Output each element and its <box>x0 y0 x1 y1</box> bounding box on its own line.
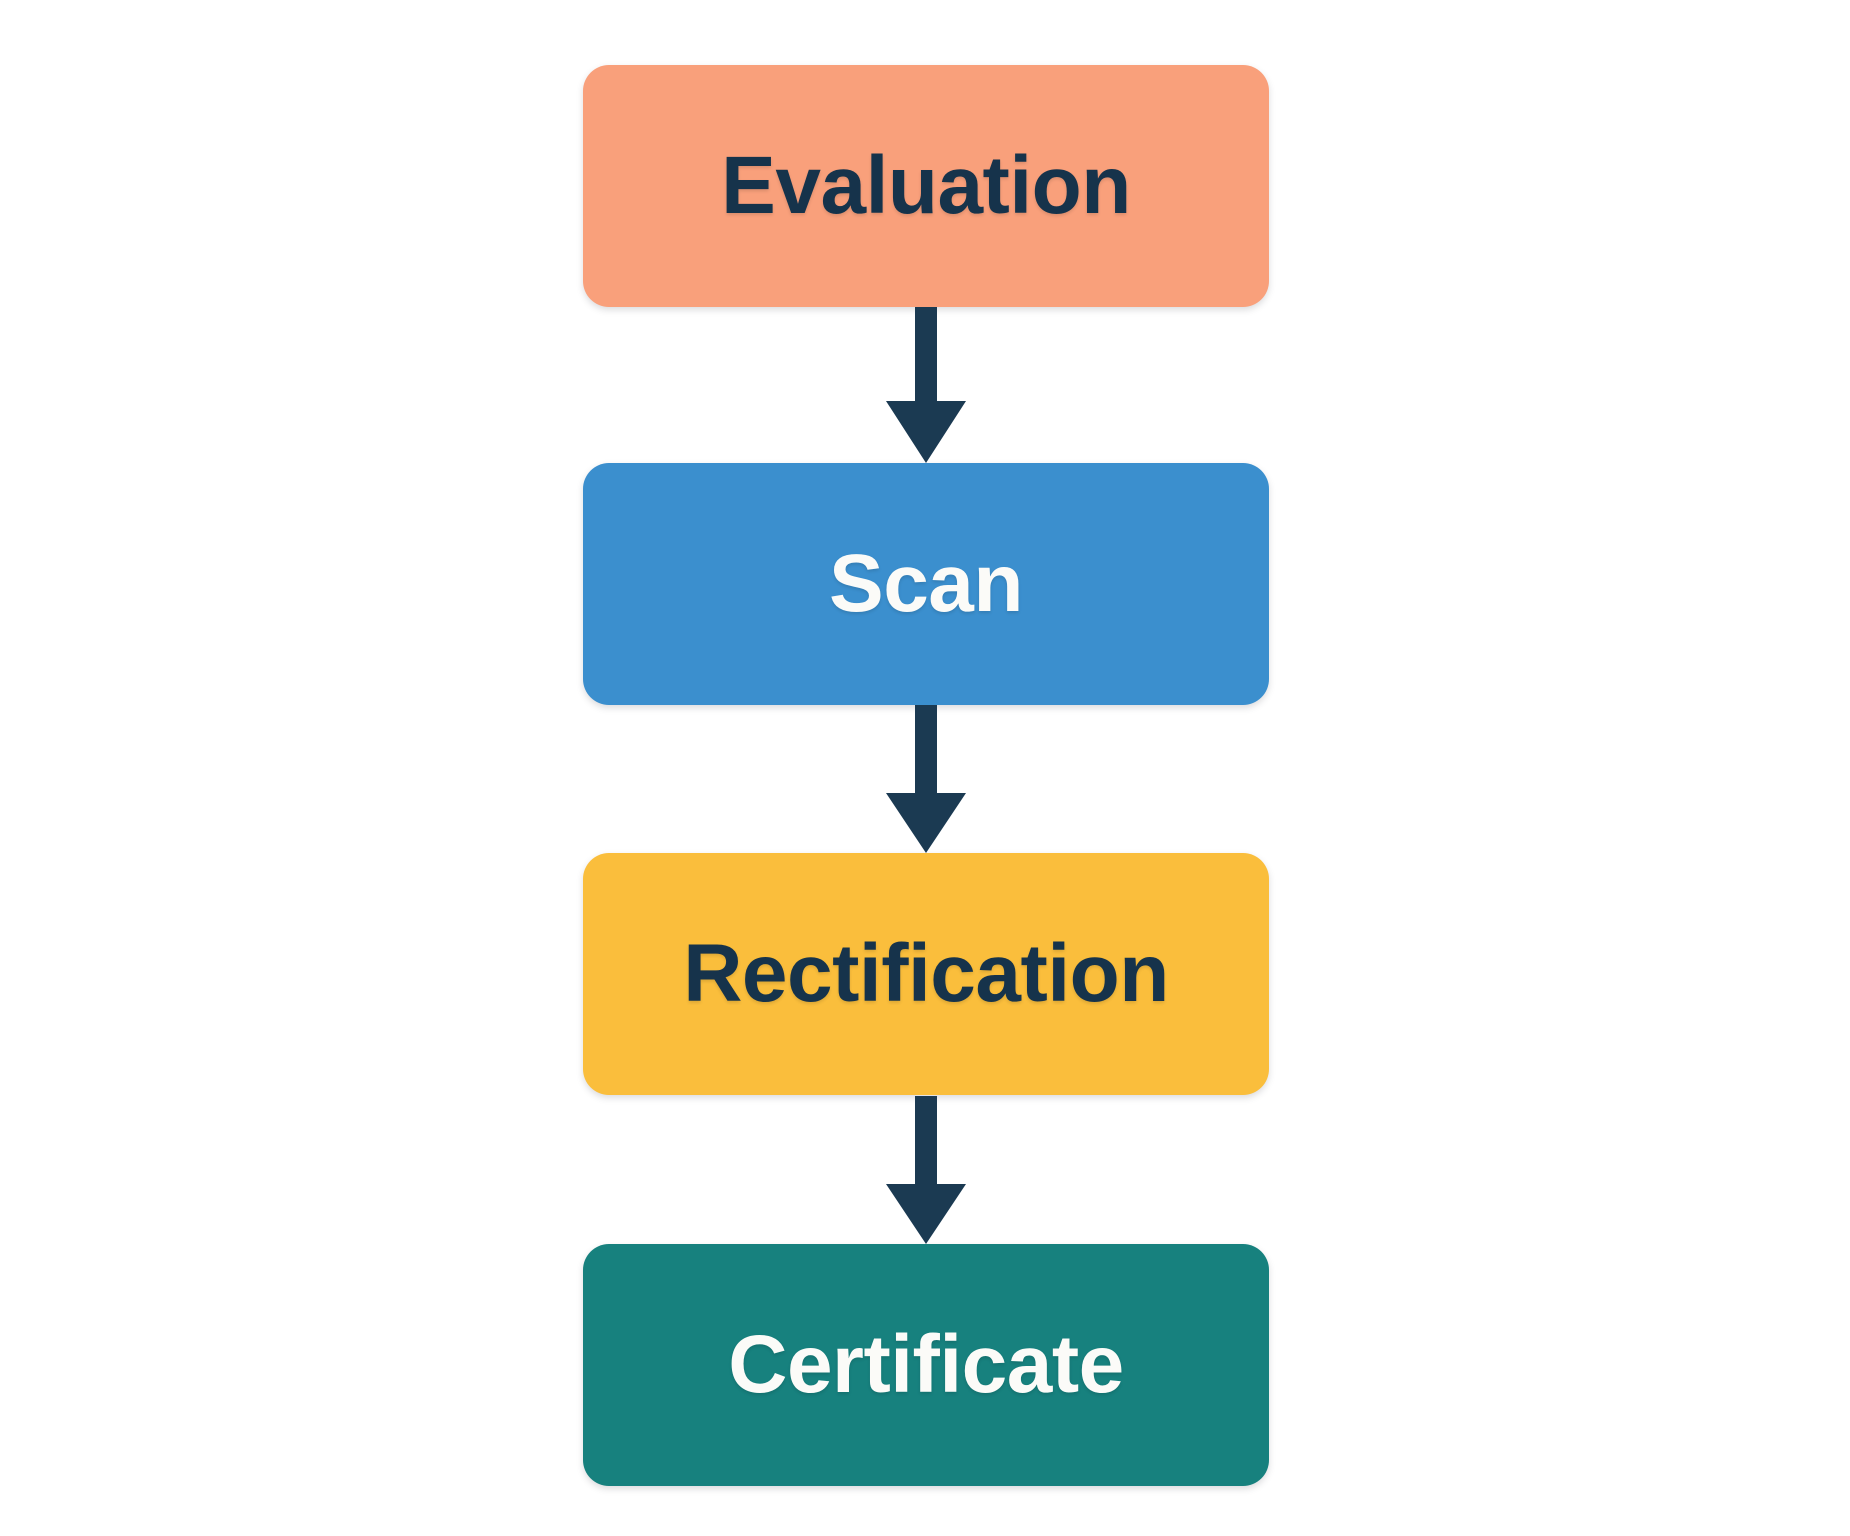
flow-node-label: Certificate <box>728 1319 1124 1410</box>
arrow-down-icon <box>886 307 966 463</box>
flow-node-rectification[interactable]: Rectification <box>583 853 1269 1095</box>
flow-node-scan[interactable]: Scan <box>583 463 1269 705</box>
flow-column: Evaluation Scan Rectification <box>583 0 1269 1536</box>
flow-node-evaluation[interactable]: Evaluation <box>583 65 1269 307</box>
arrow-down-icon <box>886 1096 966 1244</box>
flow-node-label: Rectification <box>683 928 1169 1019</box>
flow-node-label: Scan <box>829 538 1024 629</box>
flow-node-label: Evaluation <box>721 140 1131 231</box>
flow-node-certificate[interactable]: Certificate <box>583 1244 1269 1486</box>
flow-arrow-evaluation-to-scan <box>886 307 966 463</box>
arrow-down-icon <box>886 705 966 853</box>
flow-arrow-scan-to-rectification <box>886 705 966 853</box>
flow-arrow-rectification-to-certificate <box>886 1096 966 1244</box>
